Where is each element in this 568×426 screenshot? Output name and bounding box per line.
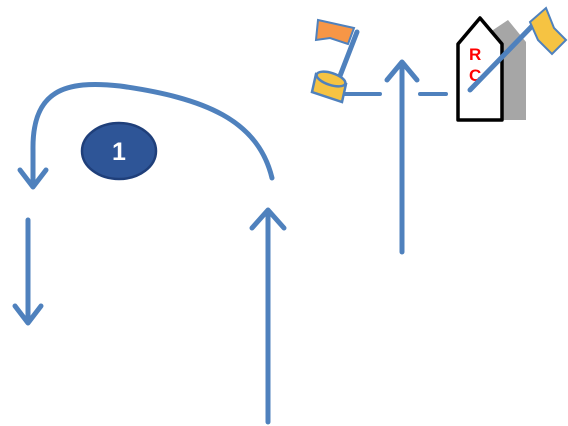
mark-number: 1 [112, 138, 126, 166]
boat-letter-r: R [469, 45, 481, 64]
pin-end-mark [312, 20, 357, 102]
start-finish-arrow [387, 62, 417, 252]
upwind-leg-arrow [252, 210, 284, 422]
downwind-leg-arrow [15, 220, 41, 323]
windward-mark: 1 [82, 123, 156, 179]
